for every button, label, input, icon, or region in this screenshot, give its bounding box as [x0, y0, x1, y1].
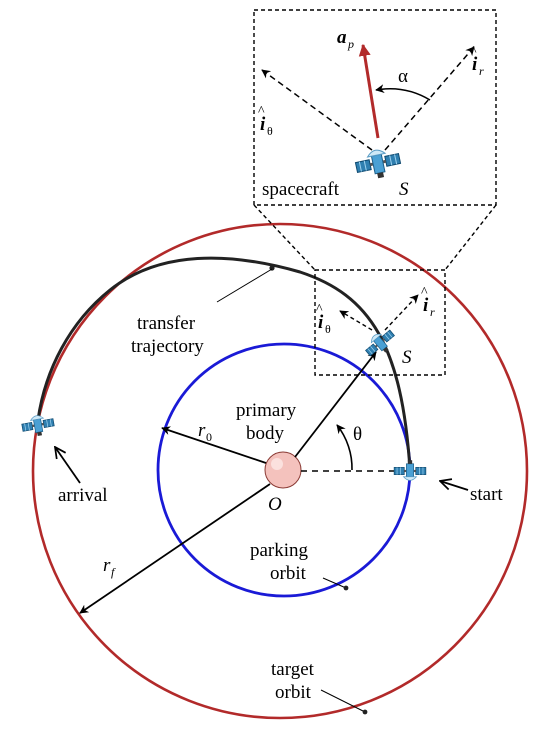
- label-ap: a: [337, 27, 347, 48]
- label-r0: r: [198, 420, 206, 441]
- thrust-vector: [358, 43, 380, 139]
- label-rf-sub: f: [111, 565, 116, 579]
- label-i-r-large: i: [472, 54, 478, 75]
- theta-arc: [336, 424, 353, 471]
- label-O: O: [268, 494, 282, 515]
- label-parking: parking: [250, 540, 309, 561]
- i-r-small-vector: [384, 294, 419, 331]
- label-body: body: [246, 423, 285, 444]
- label-trajectory: trajectory: [131, 336, 204, 357]
- label-target: target: [271, 659, 315, 680]
- zoom-box-small: [314, 269, 446, 376]
- target-orbit-circle: [31, 222, 529, 720]
- label-rf: r: [103, 555, 111, 576]
- label-start: start: [470, 484, 503, 505]
- label-arrival: arrival: [58, 485, 108, 506]
- i-theta-large-vector: [261, 69, 373, 151]
- spacecraft-icon: [361, 325, 400, 362]
- label-i-theta-large-sub: θ: [267, 124, 273, 138]
- zoom-box-large: [253, 9, 497, 206]
- label-orbit-target: orbit: [275, 682, 312, 703]
- label-i-r-small-sub: r: [430, 305, 435, 319]
- label-S-small: S: [402, 347, 412, 368]
- svg-text:^: ^: [258, 104, 265, 119]
- label-transfer: transfer: [137, 313, 196, 334]
- label-alpha: α: [398, 66, 408, 87]
- label-spacecraft: spacecraft: [262, 179, 340, 200]
- r0-arrow: [161, 426, 267, 464]
- alpha-arc: [375, 84, 431, 101]
- label-i-theta-small-sub: θ: [325, 322, 331, 336]
- label-r0-sub: 0: [206, 430, 212, 444]
- start-pointer: [440, 481, 469, 491]
- label-i-theta-small: i: [318, 312, 324, 333]
- svg-text:^: ^: [316, 302, 323, 317]
- label-i-theta-large: i: [260, 114, 266, 135]
- label-orbit-parking: orbit: [270, 563, 307, 584]
- i-r-large-vector: [384, 46, 475, 151]
- spacecraft-icon: [353, 145, 404, 183]
- radius-to-spacecraft: [294, 351, 377, 458]
- label-primary: primary: [236, 400, 297, 421]
- svg-text:^: ^: [470, 44, 477, 59]
- svg-text:^: ^: [421, 285, 428, 300]
- label-ap-sub: p: [347, 37, 354, 51]
- i-theta-small-vector: [339, 310, 373, 331]
- label-theta: θ: [353, 424, 362, 445]
- label-i-r-small: i: [423, 295, 429, 316]
- label-i-r-large-sub: r: [479, 64, 484, 78]
- rf-arrow: [79, 483, 271, 614]
- arrival-pointer: [55, 447, 81, 484]
- label-S-large: S: [399, 179, 409, 200]
- spacecraft-icon: [20, 412, 56, 439]
- spacecraft-icon: [393, 459, 427, 481]
